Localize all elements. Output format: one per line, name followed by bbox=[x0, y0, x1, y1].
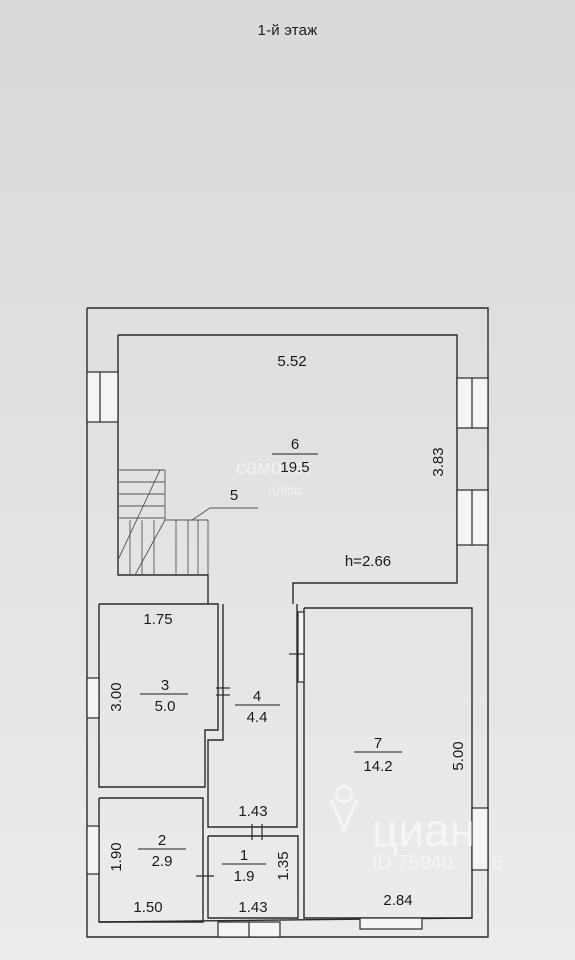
cian-logo: циан ID 75940 6 bbox=[329, 784, 503, 874]
room-7-number: 7 bbox=[374, 735, 382, 752]
dim-room7-width: 2.84 bbox=[383, 892, 412, 909]
room-5-number: 5 bbox=[230, 487, 238, 504]
room-4-number: 4 bbox=[253, 688, 261, 705]
dim-room1-width-top: 1.43 bbox=[238, 803, 267, 820]
plus-watermark: плюс bbox=[268, 482, 301, 498]
dim-room3-depth: 3.00 bbox=[108, 682, 125, 711]
dim-room2-width: 1.50 bbox=[133, 899, 162, 916]
ceiling-height: h=2.66 bbox=[345, 553, 391, 570]
window bbox=[359, 917, 423, 930]
room-2-area: 2.9 bbox=[152, 853, 173, 870]
dim-room6-width: 5.52 bbox=[277, 353, 306, 370]
room-3-area: 5.0 bbox=[155, 698, 176, 715]
dim-room3-width: 1.75 bbox=[143, 611, 172, 628]
room-6-area: 19.5 bbox=[280, 459, 309, 476]
room-2-number: 2 bbox=[158, 832, 166, 849]
cian-watermark: циан bbox=[372, 804, 475, 856]
room-1-walls bbox=[207, 835, 299, 919]
dim-room6-depth: 3.83 bbox=[430, 447, 447, 476]
dim-room1-depth: 1.35 bbox=[275, 851, 292, 880]
room-3-walls bbox=[98, 603, 219, 788]
room-3-number: 3 bbox=[161, 677, 169, 694]
room-4-area: 4.4 bbox=[247, 709, 268, 726]
room-6-walls bbox=[118, 334, 458, 604]
room-7-area: 14.2 bbox=[363, 758, 392, 775]
room-6-number: 6 bbox=[291, 436, 299, 453]
room-1-number: 1 bbox=[240, 847, 248, 864]
floor-title: 1-й этаж bbox=[257, 22, 318, 39]
room-4-walls bbox=[207, 604, 298, 828]
window bbox=[86, 825, 100, 875]
room-2-walls bbox=[98, 797, 204, 923]
window bbox=[86, 677, 100, 719]
samolet-watermark: самолет bbox=[236, 457, 313, 479]
window bbox=[297, 611, 305, 683]
window bbox=[86, 371, 119, 423]
window bbox=[471, 807, 489, 871]
cian-id-watermark: ID 75940 bbox=[372, 852, 453, 874]
outer-wall bbox=[86, 307, 489, 938]
cian-id-tail: 6 bbox=[492, 852, 503, 874]
dim-room2-depth: 1.90 bbox=[108, 842, 125, 871]
room-1-area: 1.9 bbox=[234, 868, 255, 885]
dim-room1-width-bottom: 1.43 bbox=[238, 899, 267, 916]
dim-room7-depth: 5.00 bbox=[450, 741, 467, 770]
